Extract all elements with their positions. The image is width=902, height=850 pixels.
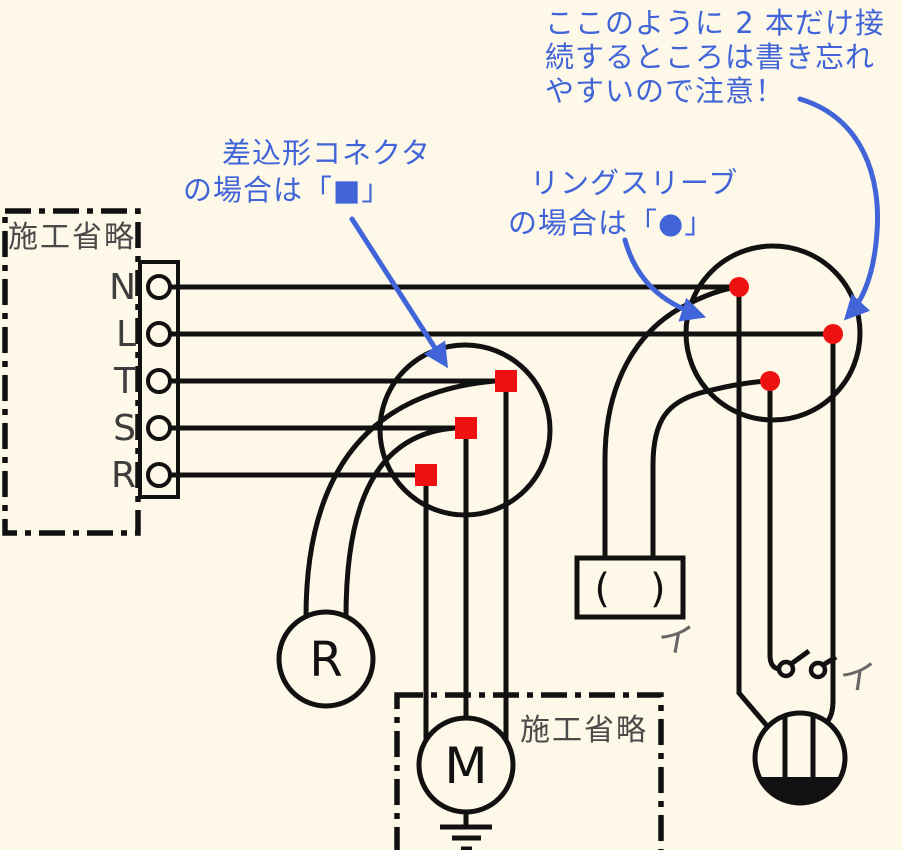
annotation-top-arrow [797,96,881,321]
boxed-device-tag: イ [654,617,697,664]
lamp-receptacle-letter: R [309,632,342,688]
terminal-labels: N L T S R [109,267,137,496]
wire-sleeve-to-switch [767,381,780,672]
switch-tag: イ [837,654,878,700]
wire-lamp-right-curve [343,425,456,618]
terminal-l [146,321,172,347]
sleeve-mark-3 [760,371,780,391]
omitted-panel-label: 施工省略 [520,713,648,748]
terminal-t [146,368,172,394]
switch-terminal-left [776,659,796,679]
annotation-connector-arrow [349,216,449,369]
switch-lever-left [789,648,811,667]
wire-box-right-curve [650,378,769,558]
ground-symbol [440,812,492,850]
switch: イ [776,648,878,700]
wire-lamp-left-curve [303,378,496,618]
sleeve-mark-1 [729,277,749,297]
lamp-receptacle: R [276,609,376,709]
annotation-connector: 差込形コネクタ の場合は「■」 [183,136,449,369]
source-panel-label: 施工省略 [8,220,136,255]
ceiling-fixture-circle [752,710,848,806]
terminal-label-l: L [116,314,136,355]
terminal-label-t: T [113,361,137,402]
annotation-connector-line-1: 差込形コネクタ [222,136,431,170]
annotation-sleeve-line-1: リングスリーブ [530,166,738,200]
connector-mark-2 [455,417,477,439]
sleeve-junction [602,243,863,729]
annotation-top: ここのように 2 本だけ接 続するところは書き忘れ やすいので注意！ [545,6,885,321]
terminal-r [146,462,172,488]
boxed-device-rect [574,555,686,620]
omitted-panel-border [394,692,664,850]
omitted-panel: 施工省略 M [394,692,664,850]
ceiling-fixture-segment [759,777,841,803]
annotation-sleeve-line-2: の場合は「●」 [508,206,714,240]
switch-terminal-right [808,660,828,680]
terminal-label-r: R [111,455,136,496]
ceiling-fixture [752,710,848,806]
terminal-s [146,415,172,441]
terminal-n [146,274,172,300]
annotation-top-line-1: ここのように 2 本だけ接 [545,6,885,40]
boxed-device-symbol: ( ) [594,566,665,612]
boxed-device: ( ) イ [574,555,697,664]
annotation-sleeve-arrow [622,237,707,322]
sleeve-mark-2 [823,324,843,344]
switch-lever-right [821,654,838,668]
annotation-sleeve: リングスリーブ の場合は「●」 [508,166,738,322]
connector-mark-1 [495,370,517,392]
wire-box-left-curve [602,284,738,558]
lamp-receptacle-circle [276,609,376,709]
terminal-label-n: N [109,267,136,308]
sleeve-junction-circle [683,243,863,423]
annotation-top-line-2: 続するところは書き忘れ [545,40,875,74]
feed-wires [170,284,833,478]
terminal-label-s: S [113,408,136,449]
annotation-connector-line-2: の場合は「■」 [183,173,391,207]
wire-n-to-lamp [736,287,770,729]
motor-letter: M [444,737,487,795]
source-panel: 施工省略 N L T S R [2,208,180,536]
connector-mark-3 [415,464,437,486]
annotation-top-line-3: やすいので注意！ [545,74,785,108]
connector-junction [303,342,553,741]
